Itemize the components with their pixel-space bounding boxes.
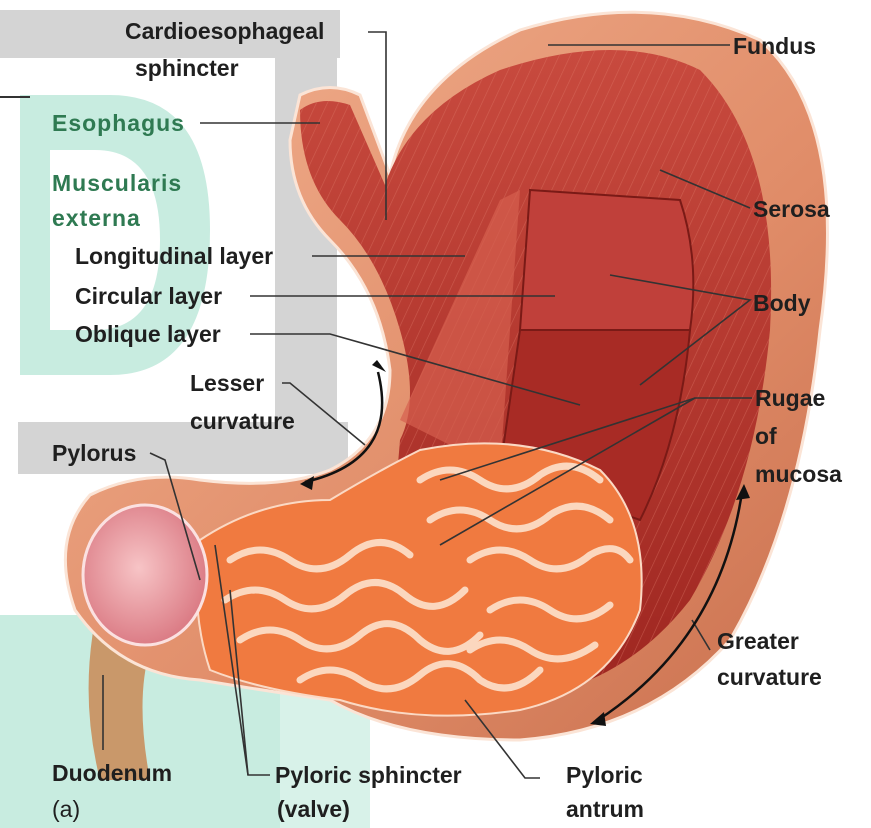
label-oblique-layer: Oblique layer xyxy=(75,321,221,348)
pyloric-opening xyxy=(83,505,207,645)
label-esophagus: Esophagus xyxy=(52,110,185,137)
label-cardioesophageal-sphincter: sphincter xyxy=(135,55,239,82)
label-rugae: Rugae xyxy=(755,385,825,412)
label-lesser: Lesser xyxy=(190,370,264,397)
label-valve: (valve) xyxy=(277,796,350,823)
label-panel-a: (a) xyxy=(52,796,80,823)
label-circular-layer: Circular layer xyxy=(75,283,222,310)
label-of: of xyxy=(755,423,777,450)
label-mucosa: mucosa xyxy=(755,461,842,488)
label-longitudinal-layer: Longitudinal layer xyxy=(75,243,273,270)
label-lesser-curvature: curvature xyxy=(190,408,295,435)
label-duodenum: Duodenum xyxy=(52,760,172,787)
label-greater: Greater xyxy=(717,628,799,655)
label-externa: externa xyxy=(52,205,141,232)
label-fundus: Fundus xyxy=(733,33,816,60)
label-greater-curvature: curvature xyxy=(717,664,822,691)
label-pyloric: Pyloric xyxy=(566,762,643,789)
label-serosa: Serosa xyxy=(753,196,830,223)
label-antrum: antrum xyxy=(566,796,644,823)
label-pylorus: Pylorus xyxy=(52,440,136,467)
label-body: Body xyxy=(753,290,811,317)
label-cardioesophageal: Cardioesophageal xyxy=(125,18,324,45)
label-muscularis: Muscularis xyxy=(52,170,182,197)
label-pyloric-sphincter: Pyloric sphincter xyxy=(275,762,462,789)
